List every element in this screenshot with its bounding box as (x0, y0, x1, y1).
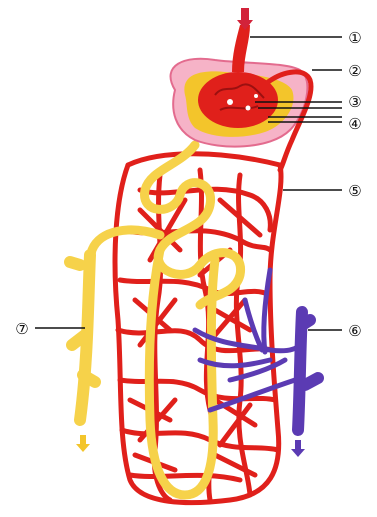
label-5: ⑤ (348, 182, 361, 200)
label-6: ⑥ (348, 322, 361, 340)
label-7-text: ⑦ (15, 320, 28, 338)
down-arrow-icon (237, 8, 253, 30)
down-arrow-icon (291, 440, 305, 457)
label-3: ③ (348, 93, 361, 111)
label-5-text: ⑤ (348, 182, 361, 200)
glomerulus (198, 72, 278, 128)
label-4-text: ④ (348, 115, 361, 133)
label-4: ④ (348, 115, 361, 133)
label-1: ① (348, 29, 361, 47)
label-6-text: ⑥ (348, 322, 361, 340)
label-2: ② (348, 62, 361, 80)
label-2-text: ② (348, 62, 361, 80)
label-3-text: ③ (348, 93, 361, 111)
collecting-duct (70, 255, 95, 420)
down-arrow-icon (76, 435, 90, 452)
label-7: ⑦ (15, 320, 28, 338)
label-1-text: ① (348, 29, 361, 47)
peritubular-capillary-network (115, 154, 281, 503)
